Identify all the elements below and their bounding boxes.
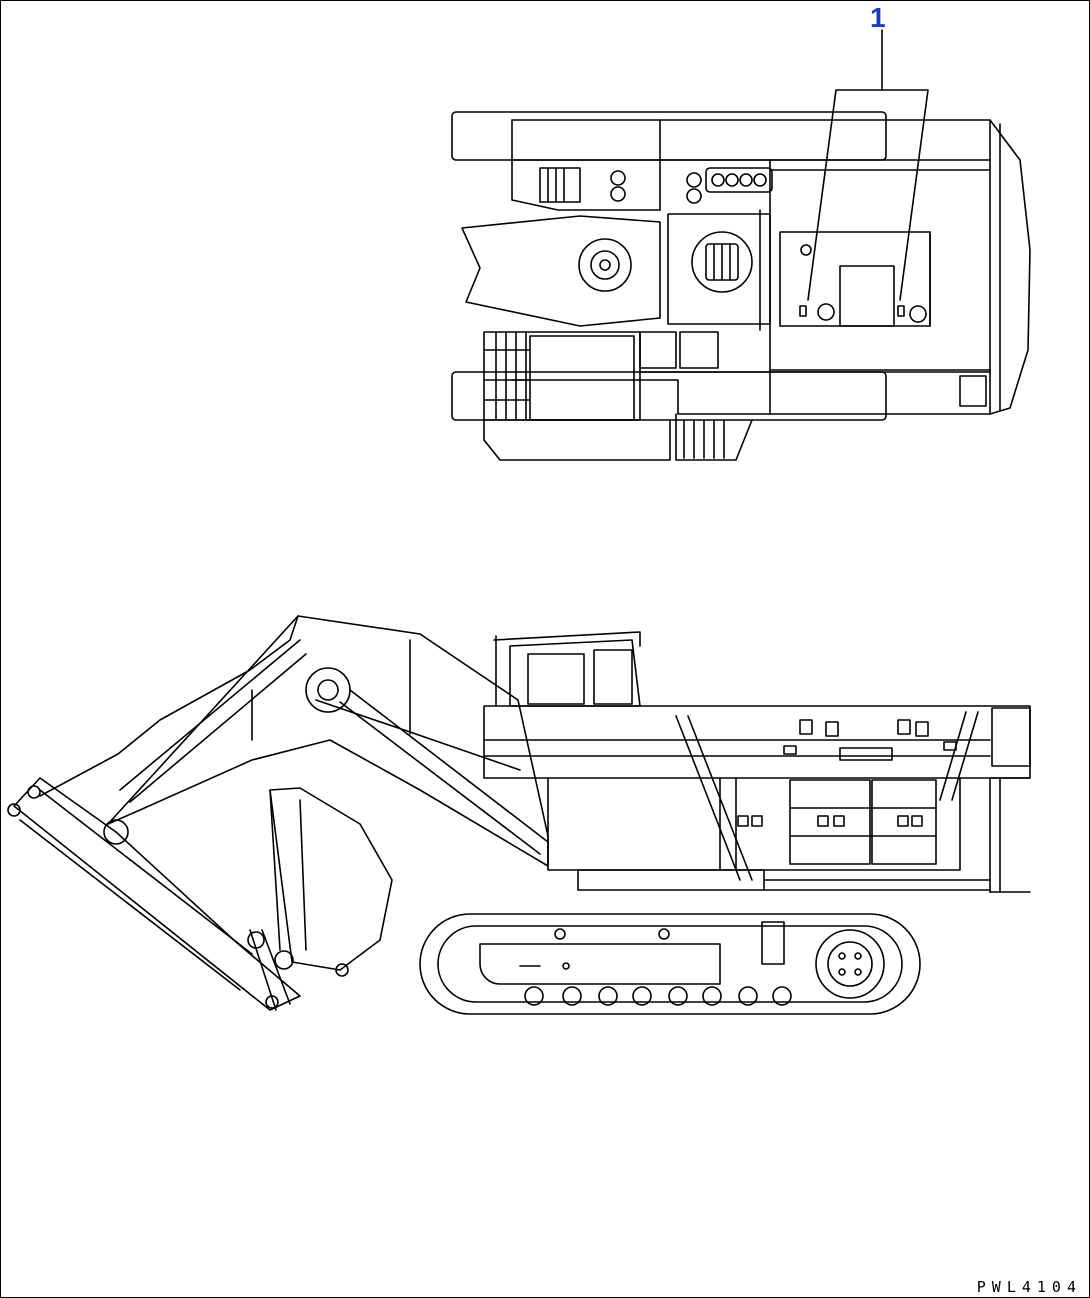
drawing-code: PWL4104 (976, 1278, 1082, 1296)
callout-number-1: 1 (870, 2, 886, 33)
excavator-top-view-icon (451, 29, 1031, 461)
excavator-side-view-icon (7, 615, 1031, 1015)
